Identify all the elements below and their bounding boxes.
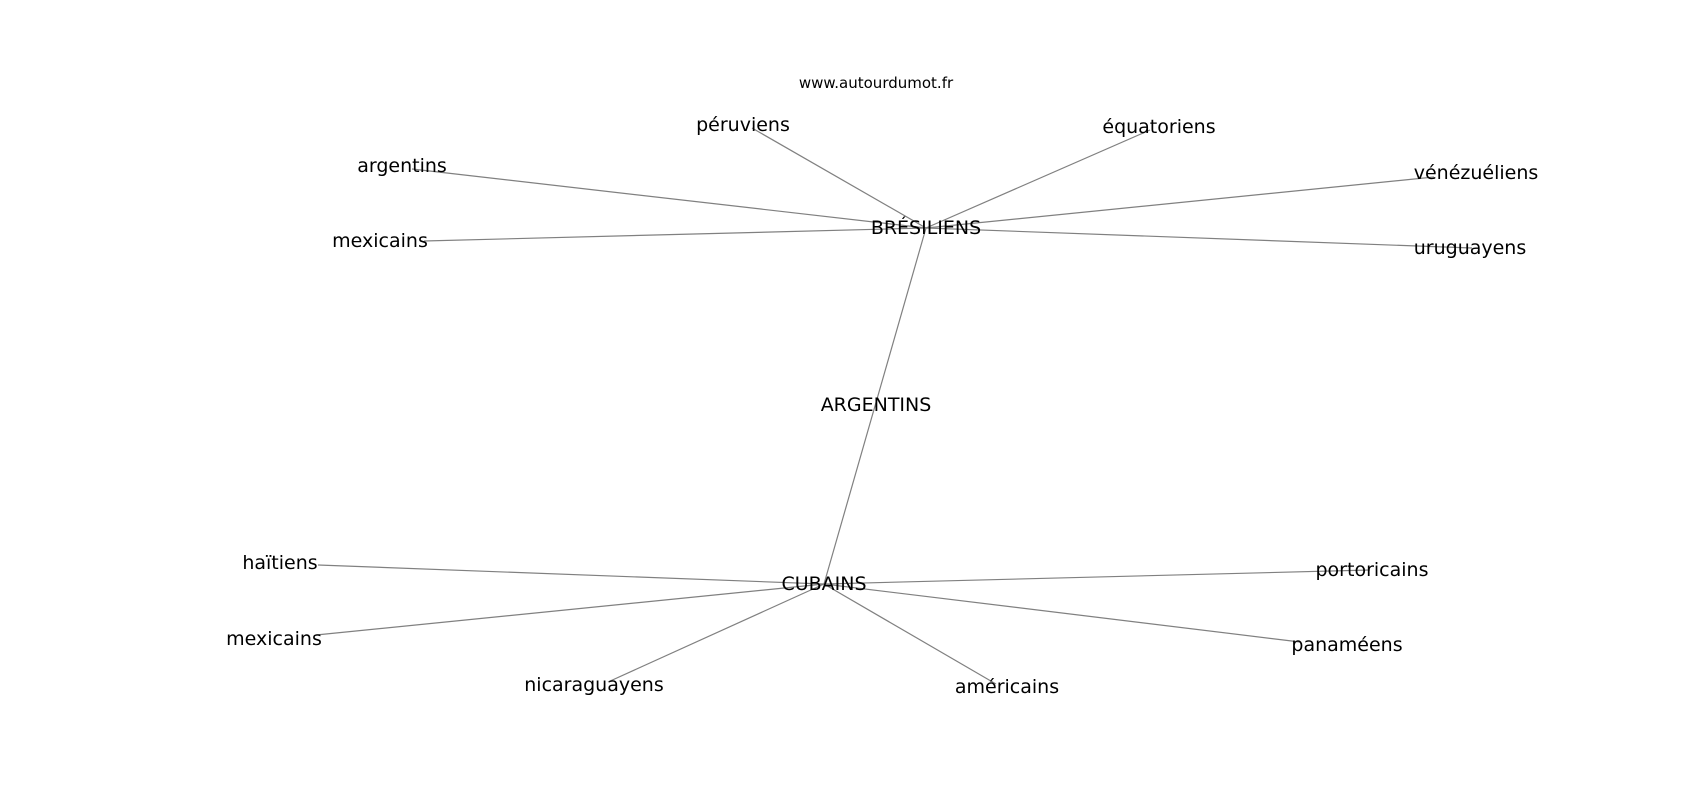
edges-layer	[315, 127, 1473, 685]
leaf-node-bres-argentins[interactable]: argentins	[357, 155, 447, 177]
hub-node-bresiliens[interactable]: BRÉSILIENS	[871, 216, 981, 239]
leaf-node-bres-uruguayens[interactable]: uruguayens	[1414, 237, 1527, 259]
edge-cubains-cub-mexicains	[315, 583, 825, 636]
edge-bresiliens-bres-equatoriens	[925, 129, 1151, 229]
leaf-node-cub-americains[interactable]: américains	[955, 676, 1059, 698]
leaf-node-cub-nicaraguayens[interactable]: nicaraguayens	[524, 674, 664, 696]
edge-cubains-cub-panameens	[823, 583, 1301, 643]
edge-bresiliens-cubains	[823, 227, 927, 585]
leaf-node-bres-peruviens[interactable]: péruviens	[696, 114, 790, 136]
source-watermark: www.autourdumot.fr	[799, 74, 954, 92]
labels-layer: www.autourdumot.fr ARGENTINS BRÉSILIENS C…	[226, 74, 1538, 698]
edge-bresiliens-bres-argentins	[411, 168, 927, 229]
edge-cubains-cub-portoricains	[823, 569, 1371, 585]
edge-bresiliens-bres-uruguayens	[925, 227, 1473, 249]
leaf-node-cub-panameens[interactable]: panaméens	[1291, 634, 1402, 656]
edge-cubains-cub-americains	[823, 583, 997, 685]
edge-cubains-cub-haitiens	[317, 564, 825, 585]
leaf-node-cub-portoricains[interactable]: portoricains	[1316, 559, 1429, 581]
edge-bresiliens-bres-mexicains	[423, 227, 927, 242]
leaf-node-bres-mexicains[interactable]: mexicains	[332, 230, 428, 252]
leaf-node-bres-venezueliens[interactable]: vénézuéliens	[1414, 162, 1539, 184]
hub-node-cubains[interactable]: CUBAINS	[781, 573, 866, 595]
edge-bresiliens-bres-peruviens	[751, 127, 927, 229]
leaf-node-cub-haitiens[interactable]: haïtiens	[242, 552, 317, 574]
leaf-node-cub-mexicains[interactable]: mexicains	[226, 628, 322, 650]
center-node-argentins[interactable]: ARGENTINS	[821, 394, 932, 416]
edge-bresiliens-bres-venezueliens	[925, 176, 1435, 229]
leaf-node-bres-equatoriens[interactable]: équatoriens	[1102, 116, 1215, 138]
edge-cubains-cub-nicaraguayens	[607, 583, 825, 683]
